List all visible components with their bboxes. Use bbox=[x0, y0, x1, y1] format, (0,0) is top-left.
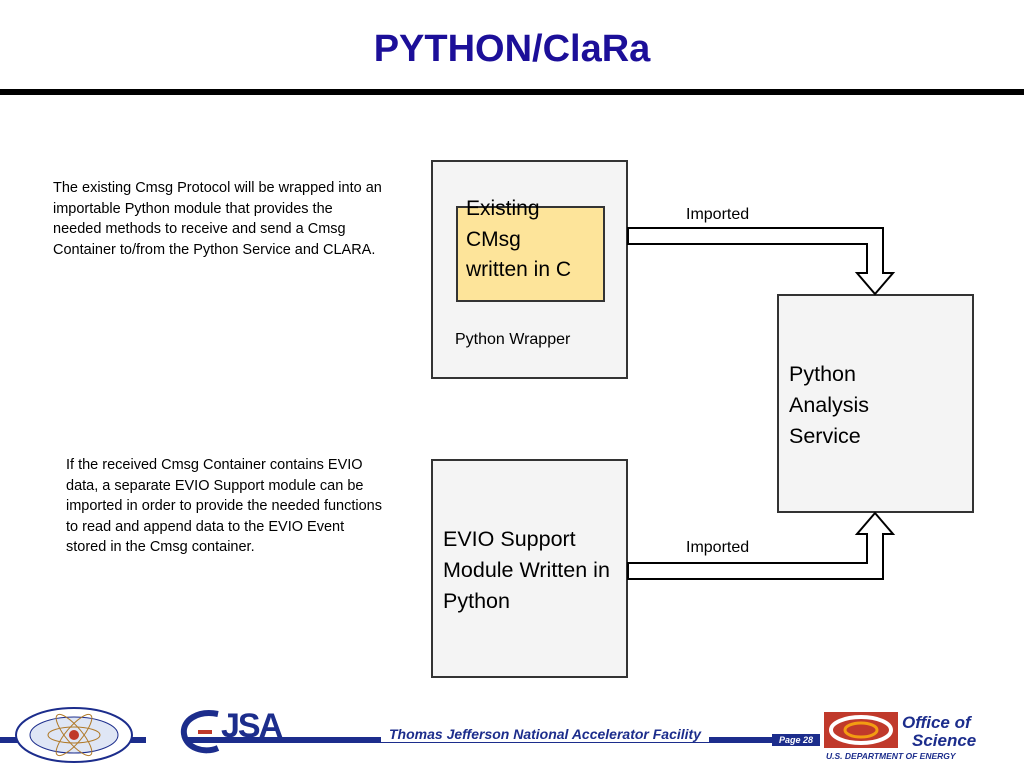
cmsg-c-box bbox=[456, 206, 605, 302]
cmsg-c-text: Existing CMsg written in C bbox=[466, 197, 572, 281]
facility-name: Thomas Jefferson National Accelerator Fa… bbox=[381, 726, 709, 742]
description-top: The existing Cmsg Protocol will be wrapp… bbox=[53, 180, 382, 258]
title-divider bbox=[0, 89, 1024, 95]
python-analysis-service-text: Python Analysis Service bbox=[789, 362, 870, 448]
office-of-science-line1: Office of bbox=[902, 713, 971, 732]
nuclear-physics-logo bbox=[15, 707, 133, 763]
doe-label: U.S. DEPARTMENT OF ENERGY bbox=[826, 751, 956, 761]
office-of-science-line2: Science bbox=[912, 731, 977, 750]
page-number: Page 28 bbox=[772, 734, 820, 746]
imported-arrow-top bbox=[627, 227, 896, 296]
jsa-logo: JSA bbox=[221, 707, 283, 745]
imported-label-bottom: Imported bbox=[686, 539, 750, 556]
imported-label-top: Imported bbox=[686, 206, 750, 223]
imported-arrow-bottom bbox=[627, 511, 896, 580]
description-bottom: If the received Cmsg Container contains … bbox=[66, 457, 382, 555]
evio-support-text: EVIO Support Module Written in Python bbox=[443, 527, 610, 613]
python-wrapper-label: Python Wrapper bbox=[455, 331, 571, 348]
evio-support-box bbox=[431, 459, 628, 678]
jsa-swoosh-icon bbox=[180, 710, 220, 754]
python-analysis-service-box bbox=[777, 294, 974, 513]
slide-title: PYTHON/ClaRa bbox=[373, 28, 651, 70]
office-of-science-emblem-icon bbox=[824, 712, 898, 748]
